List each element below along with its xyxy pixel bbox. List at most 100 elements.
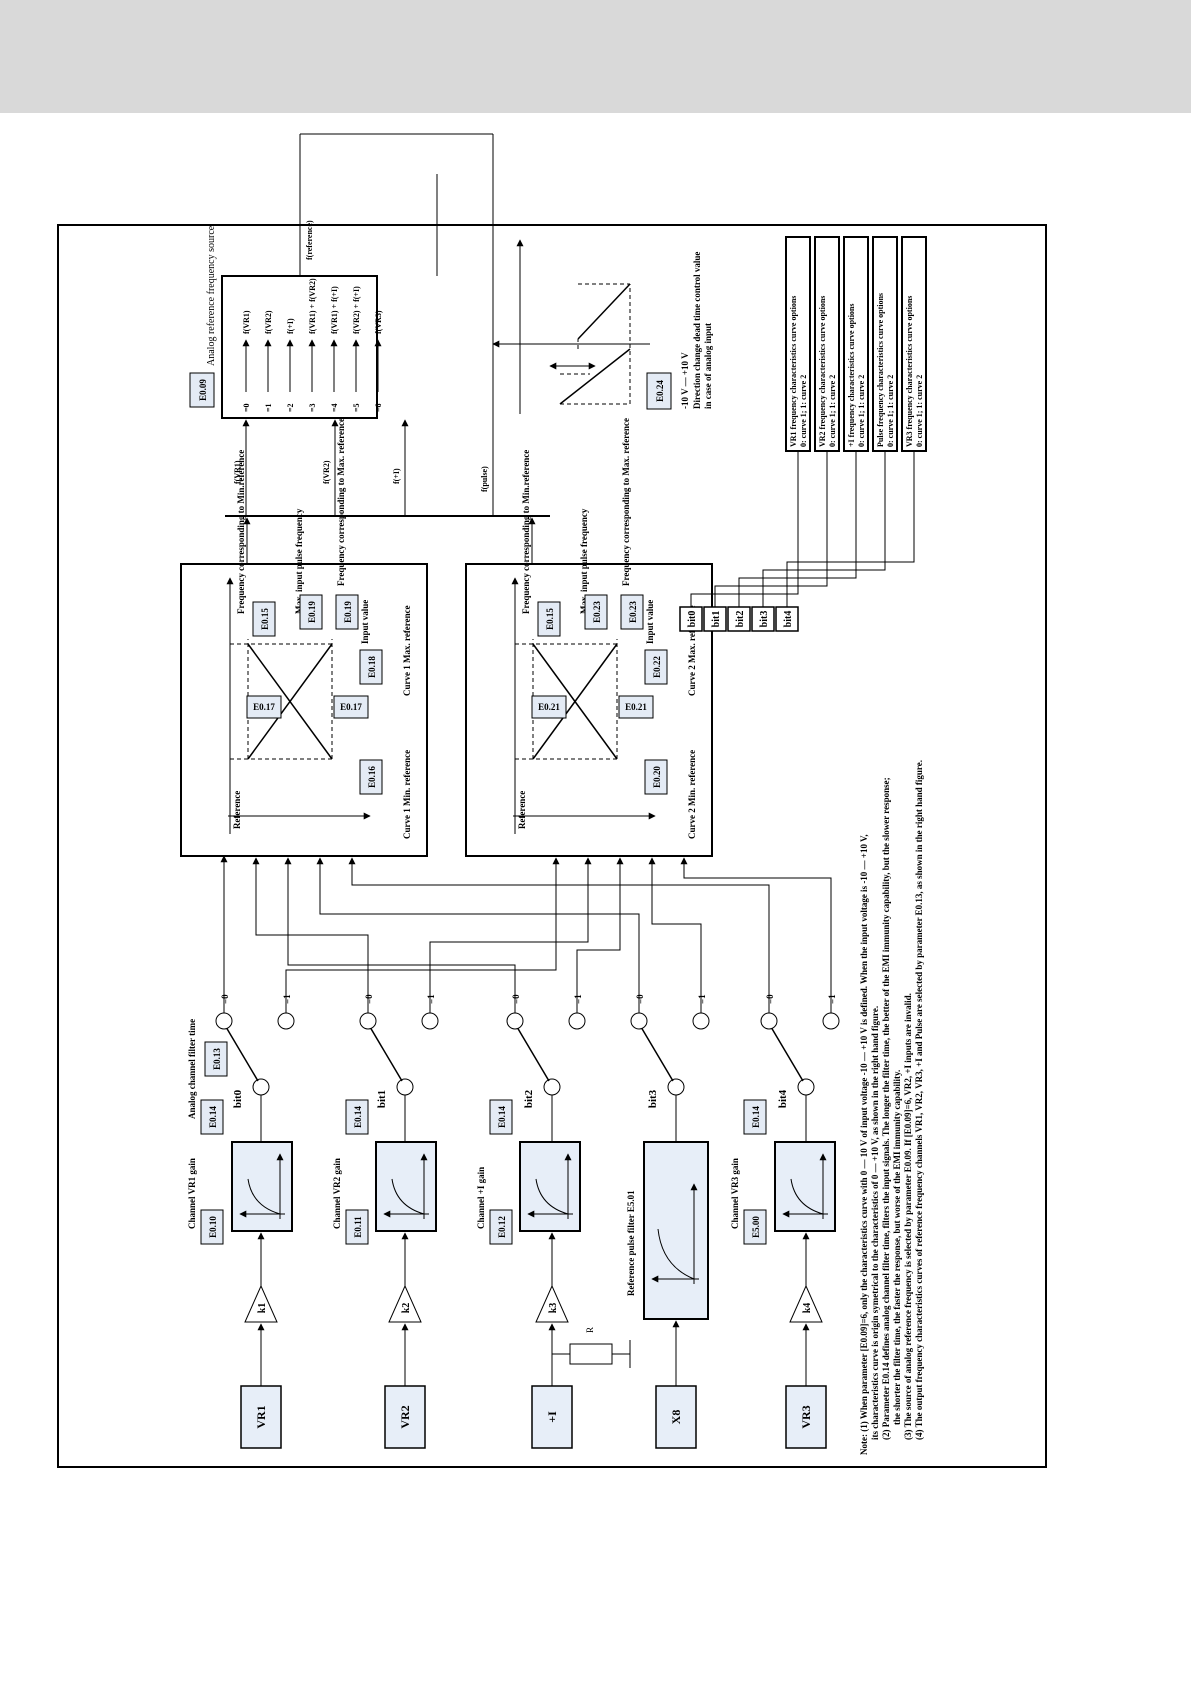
- k1-label: k1: [257, 1303, 268, 1314]
- bit-wire: [690, 451, 799, 607]
- pulse-input-channel: X8 Reference pulse filter E5.01 bit3 =0 …: [626, 994, 710, 1449]
- curve2-max-freq-param2-text: E0.23: [628, 601, 638, 623]
- vr3-label: VR3: [799, 1405, 813, 1428]
- vr2-label: VR2: [398, 1405, 412, 1428]
- vr3-filter-block: [774, 1141, 836, 1232]
- bit-cell-label: bit4: [783, 611, 794, 628]
- vr1-switch-arm: [225, 1026, 259, 1082]
- vr1-channel: VR1 k1 Channel VR1 gain E0.10 Analog cha…: [187, 994, 295, 1449]
- vr2-filter-block: [375, 1141, 437, 1232]
- bit-option-title: VR2 frequency characteristics curve opti…: [818, 296, 827, 447]
- curve2-min-freq-caption: Frequency corresponding to Min.reference: [521, 450, 531, 614]
- vr1-switch-pos0: [215, 1012, 233, 1030]
- vr2-switch-pivot: [396, 1078, 414, 1096]
- i1-switch-pos1: [568, 1012, 586, 1030]
- curve1-min-label: Curve 1 Min. reference: [402, 750, 412, 839]
- vr2-channel: VR2 k2 Channel VR2 gain E0.11 E0.14 bit1…: [332, 994, 439, 1449]
- vr2-pos0-label: =0: [364, 994, 374, 1004]
- vr1-bit-label: bit0: [232, 1089, 244, 1108]
- source-option-output: f(VR3): [374, 310, 383, 334]
- vr2-filter-param-text: E0.14: [353, 1106, 363, 1128]
- pulse-filter-caption: Reference pulse filter E5.01: [626, 1190, 636, 1296]
- curve1-characteristic-lines: [247, 643, 333, 760]
- bit-option-title: VR3 frequency characteristics curve opti…: [905, 296, 914, 447]
- bit-wire: [786, 451, 915, 607]
- vr1-label: VR1: [254, 1405, 268, 1428]
- bit-wire: [738, 451, 857, 607]
- source-options: =0f(VR1)=1f(VR2)=2f(+I)=3f(VR1) + f(VR2)…: [242, 278, 383, 412]
- source-selector: E0.09 Analog reference frequency source …: [189, 133, 438, 419]
- bit-option-sub: 0: curve 1; 1: curve 2: [828, 375, 837, 447]
- note-1-cont: its characteristics curve is origin syme…: [870, 1006, 880, 1440]
- curve2-min-freq-param2: [618, 695, 654, 719]
- vr3-pos0-label: =0: [765, 994, 775, 1004]
- k4-amplifier-icon: [789, 1284, 823, 1323]
- note-3: (3) The source of analog reference frequ…: [903, 993, 913, 1440]
- curve-select-param-text: E0.13: [212, 1048, 222, 1070]
- source-param-text: E0.09: [198, 379, 208, 401]
- vr3-gain-param: [743, 1209, 767, 1245]
- curve1-min-freq-param2-text: E0.17: [340, 702, 362, 712]
- curve2-min-ref-param: [644, 759, 668, 795]
- curve1-min-freq-param2: [333, 695, 369, 719]
- source-option-output: f(VR1) + f(VR2): [308, 278, 317, 334]
- vr3-filter-param-text: E0.14: [751, 1106, 761, 1128]
- i1-filter-curve-icon: [527, 1153, 573, 1219]
- curve1-max-ref-param-text: E0.18: [367, 656, 377, 678]
- bit-cell-label: bit0: [687, 611, 698, 628]
- bit-option-title: VR1 frequency characteristics curve opti…: [789, 296, 798, 447]
- note-2: (2) Parameter E0.14 defines analog chann…: [881, 777, 891, 1440]
- bit-cell-label: bit3: [759, 611, 770, 628]
- i1-switch-pivot: [543, 1078, 561, 1096]
- k3-label: k3: [548, 1303, 559, 1314]
- bit-wire: [762, 451, 886, 607]
- k2-amplifier-icon: [388, 1284, 422, 1323]
- source-option-key: =6: [374, 403, 383, 412]
- curve2-max-pulse-param-text: E0.15: [545, 608, 555, 630]
- k3-amplifier-icon: [535, 1284, 569, 1323]
- curve1-max-pulse-caption: Max. input pulse frequency: [294, 508, 304, 614]
- x8-switch-pivot: [667, 1078, 685, 1096]
- curve1-min-freq-param-text: E0.17: [253, 702, 275, 712]
- bit-option-sub: 0: curve 1; 1: curve 2: [799, 375, 808, 447]
- i1-filter-block: [519, 1141, 581, 1232]
- source-option-output: f(VR1) + f(+I): [330, 286, 339, 334]
- source-option-output: f(VR2) + f(+I): [352, 286, 361, 334]
- vr3-switch-pos0: [760, 1012, 778, 1030]
- deadtime-param-text: E0.24: [655, 380, 665, 402]
- vr3-switch-pivot: [797, 1078, 815, 1096]
- curve2-min-freq-param: [531, 695, 567, 719]
- curve2-max-pulse-param: [537, 601, 561, 637]
- bit-option-title: +I frequency characteristics curve optio…: [847, 304, 856, 448]
- vr3-gain-caption: Channel VR3 gain: [730, 1158, 740, 1229]
- source-caption: Analog reference frequency source: [206, 225, 217, 366]
- curve1-max-freq-param-text: E0.19: [307, 601, 317, 623]
- vr3-pos1-label: =1: [827, 994, 837, 1004]
- pulse-filter-curve-icon: [651, 1183, 699, 1284]
- k4-label: k4: [802, 1303, 813, 1314]
- vr2-filter-param: [345, 1099, 369, 1135]
- k1-amplifier-icon: [244, 1284, 278, 1323]
- curve1-ylabel: Reference: [232, 791, 242, 829]
- x8-pos1-label: =1: [697, 994, 707, 1004]
- i1-gain-param-text: E0.12: [497, 1216, 507, 1238]
- source-option-key: =0: [242, 403, 251, 412]
- i1-switch-arm: [516, 1026, 550, 1082]
- current-input-channel: +I R k3 Channel +I gain E0.12 E0.14 bit2…: [476, 994, 631, 1449]
- source-option-key: =3: [308, 403, 317, 412]
- i1-switch-pos0: [506, 1012, 524, 1030]
- vr2-bit-label: bit1: [376, 1090, 388, 1108]
- vr2-switch-pos1: [421, 1012, 439, 1030]
- curve1-min-freq-param: [246, 695, 282, 719]
- curve2-max-pulse-caption: Max. input pulse frequency: [579, 508, 589, 614]
- curve1-max-ref-param: [359, 649, 383, 685]
- bit-cell-label: bit1: [711, 611, 722, 628]
- curve2-max-ref-param-text: E0.22: [652, 656, 662, 678]
- note-4: (4) The output frequency characteristics…: [914, 760, 924, 1440]
- reference-output-label: f(reference): [305, 220, 314, 260]
- vr1-gain-param: [200, 1209, 224, 1245]
- curve-select-param: [204, 1041, 228, 1077]
- vr1-gain-param-text: E0.10: [208, 1216, 218, 1238]
- vr3-switch-pos1: [822, 1012, 840, 1030]
